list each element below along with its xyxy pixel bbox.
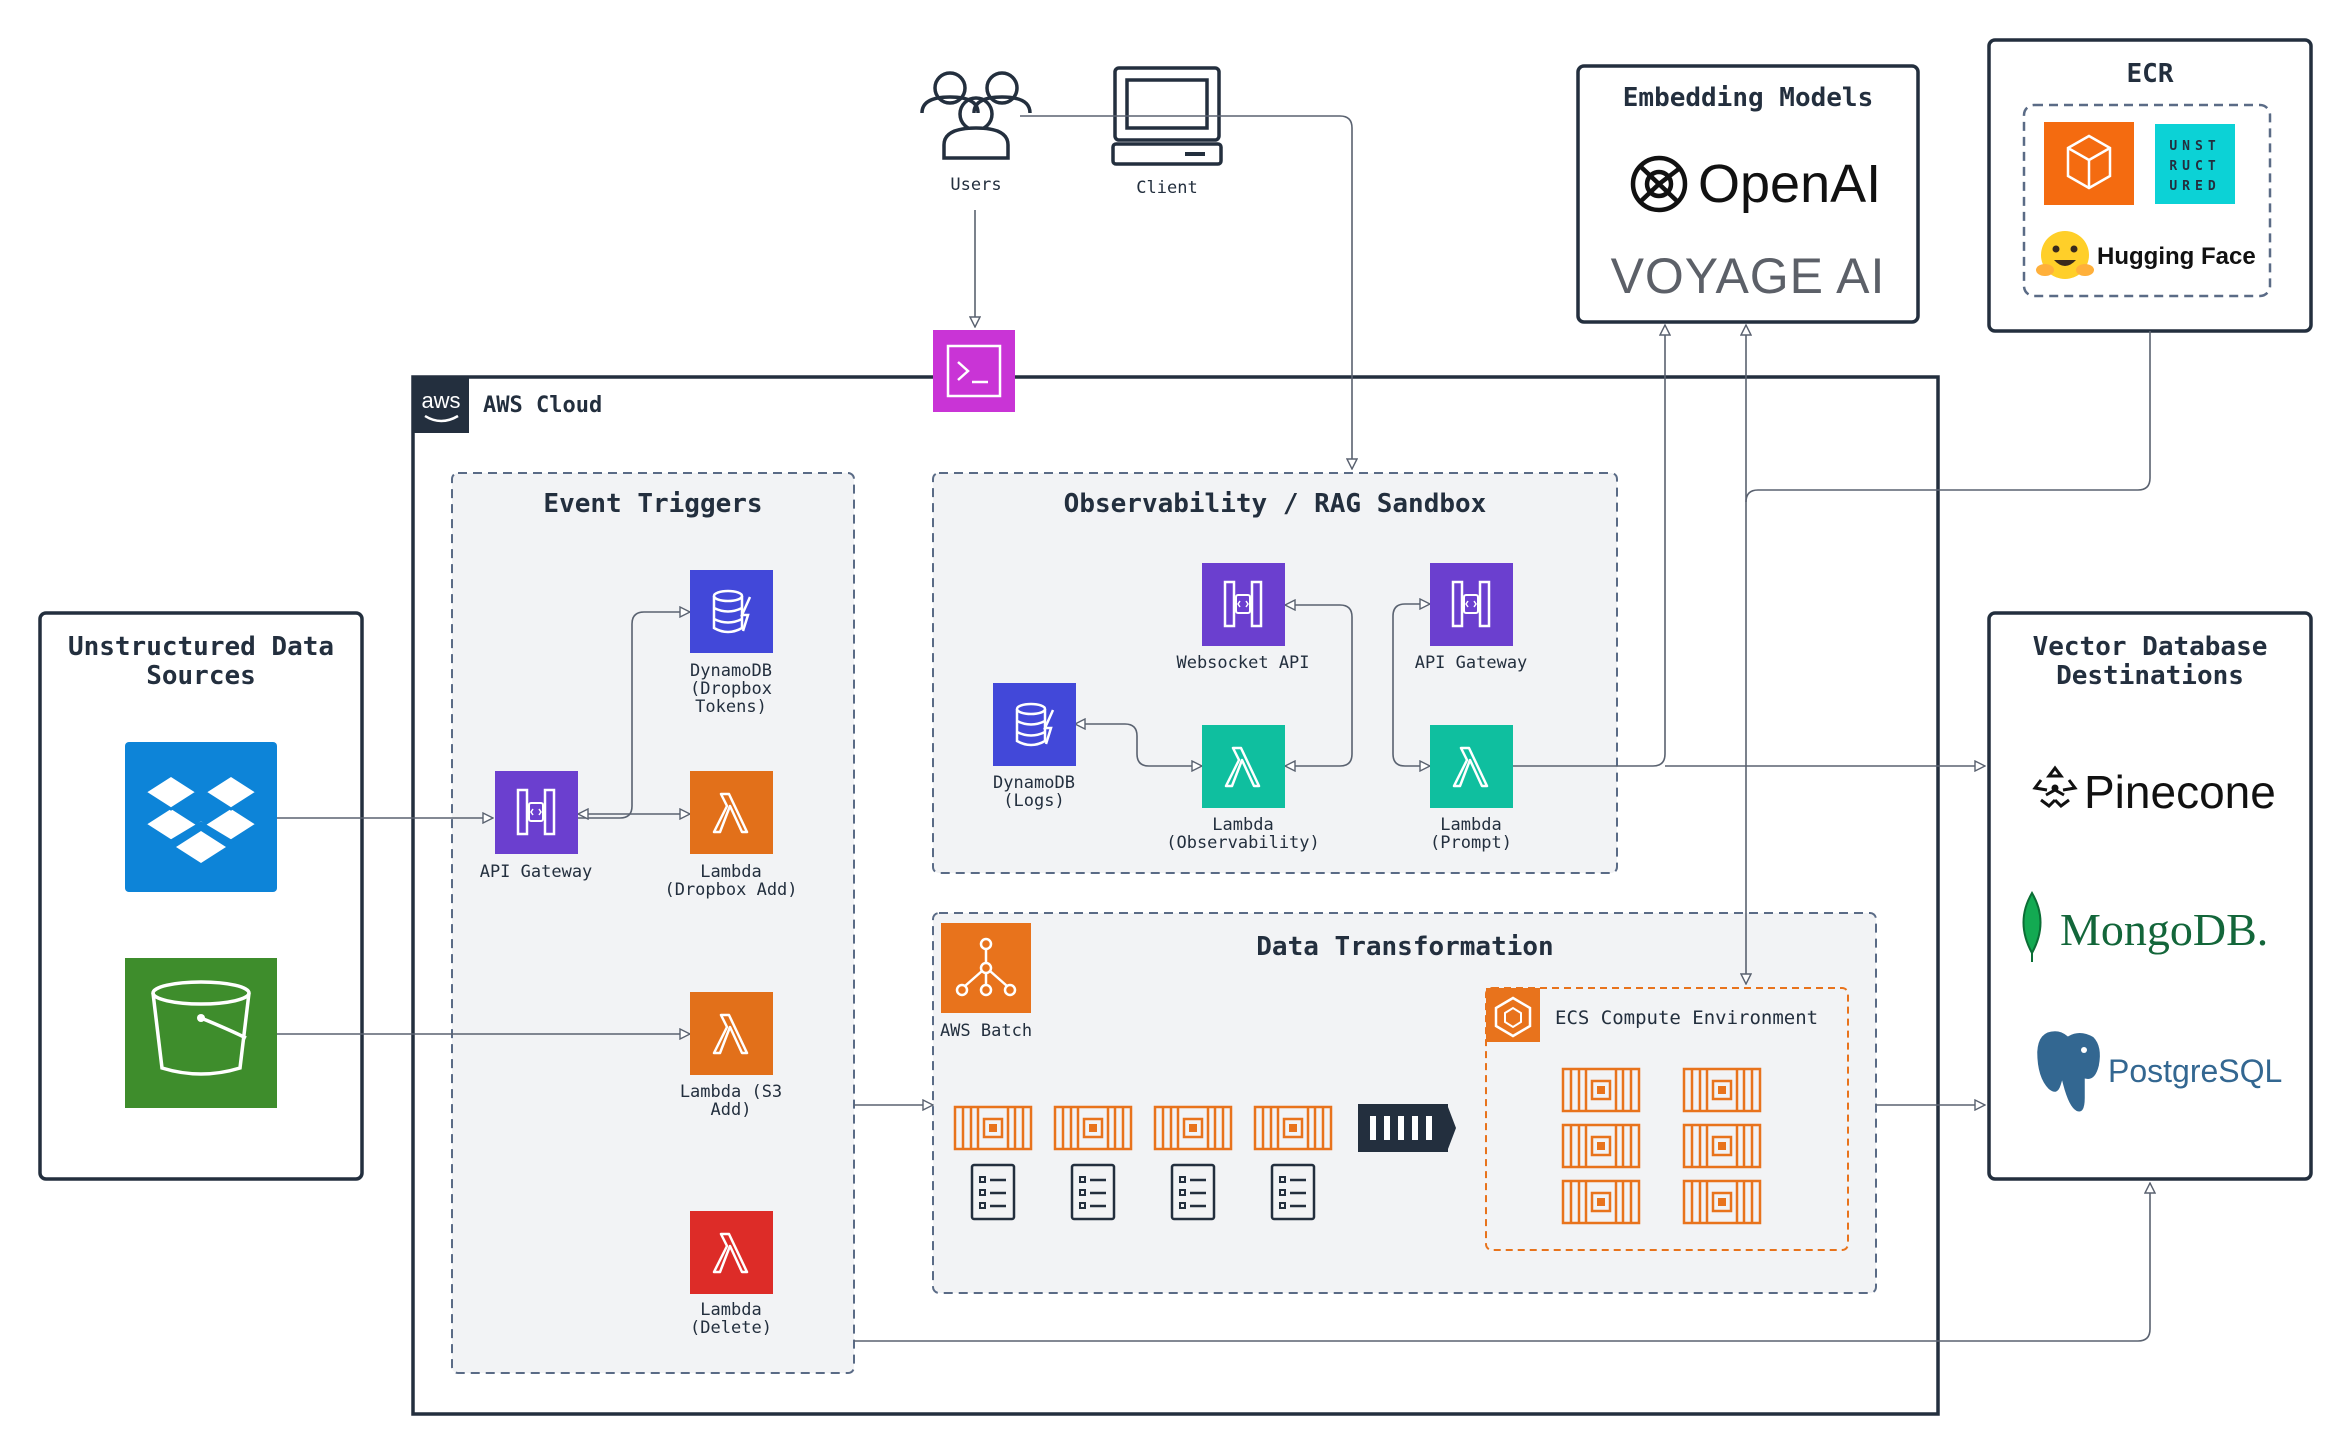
lambda-delete-icon [690,1211,773,1294]
job-queue-icon [1358,1104,1456,1152]
event-triggers-group [451,472,855,1374]
sources-title-line1: Unstructured Data [68,632,334,662]
mongodb-leaf-icon [2022,891,2042,962]
dynamodb-dropbox-tokens-label-1: DynamoDB [690,661,772,681]
lambda-prompt-icon [1430,725,1513,808]
lambda-prompt-label-1: Lambda [1440,815,1501,835]
s3-bucket-icon [125,958,277,1108]
websocket-api-label: Websocket API [1176,653,1309,673]
dynamodb-dropbox-tokens-label-2: (Dropbox [690,679,772,699]
lambda-s3-add-icon [690,992,773,1075]
ecs-compute-environment-group [1485,987,1849,1251]
event-triggers-title: Event Triggers [543,489,762,519]
dynamodb-dropbox-tokens-label-3: Tokens) [695,697,767,717]
postgresql-elephant-icon [2034,1028,2103,1114]
aws-batch-icon [941,923,1031,1013]
users-icon [920,71,1032,160]
ecr-registry-group [2022,103,2272,298]
dynamodb-logs-label-1: DynamoDB [993,773,1075,793]
client-label: Client [1136,178,1197,198]
users-label: Users [950,175,1001,195]
svg-text:RUCT: RUCT [2169,159,2220,174]
ecr-title: ECR [2127,59,2174,89]
data-transformation-group [932,912,1877,1294]
ecs-cluster-icon [1486,988,1540,1042]
lambda-dropbox-add-icon [690,771,773,854]
aws-logo-badge [413,377,469,433]
unstructured-data-sources-box [38,611,364,1181]
api-gateway-event-icon [495,771,578,854]
aws-cloud-title: AWS Cloud [483,393,602,418]
vector-database-destinations-box [1987,611,2313,1181]
pinecone-logo-text: Pinecone [2084,766,2276,818]
ecs-compute-environment-label: ECS Compute Environment [1555,1007,1818,1029]
dynamodb-dropbox-tokens-icon [690,570,773,653]
connector-client-to-observability [1020,115,1352,469]
sources-title-line2: Sources [146,661,256,691]
embedding-models-title: Embedding Models [1623,83,1873,113]
destinations-title-line2: Destinations [2056,661,2244,691]
hugging-face-emoji-icon [2036,231,2094,279]
unstructured-logo-icon: UNST RUCT URED [2155,124,2235,204]
lambda-dropbox-add-label-1: Lambda [700,862,761,882]
api-gateway-event-label: API Gateway [480,862,593,882]
api-gateway-prompt-icon [1430,563,1513,646]
websocket-api-icon [1202,563,1285,646]
observability-title: Observability / RAG Sandbox [1064,489,1487,519]
data-transformation-title: Data Transformation [1256,932,1553,962]
lambda-delete-label-1: Lambda [700,1300,761,1320]
connector-lambda-obs-to-dynamodb-logs [1075,724,1202,766]
observability-group [932,472,1618,874]
mongodb-logo-text: MongoDB. [2060,904,2268,955]
aws-logo-text: aws [421,388,460,413]
ecr-repository-icon [2044,122,2134,205]
dynamodb-logs-icon [993,683,1076,766]
dropbox-icon [125,742,277,892]
connector-apigw-to-lambda-prompt [1392,604,1430,766]
lambda-observability-label-2: (Observability) [1166,833,1320,853]
client-computer-icon [1111,66,1223,166]
voyage-ai-logo: VOYAGE AI [1611,248,1886,304]
hugging-face-logo-text: Hugging Face [2097,243,2256,270]
connector-websocket-to-lambda-obs [1285,605,1353,766]
connector-delete-to-vectordb [854,1183,2150,1342]
dynamodb-logs-label-2: (Logs) [1003,791,1064,811]
connector-prompt-to-embedding [1512,325,1665,767]
lambda-dropbox-add-label-2: (Dropbox Add) [664,880,797,900]
pinecone-logo-icon [2032,765,2078,808]
svg-text:UNST: UNST [2169,139,2220,154]
api-gateway-prompt-label: API Gateway [1415,653,1528,673]
lambda-observability-label-1: Lambda [1212,815,1273,835]
lambda-observability-icon [1202,725,1285,808]
lambda-s3-add-label-1: Lambda (S3 [680,1082,782,1102]
lambda-delete-label-2: (Delete) [690,1318,772,1338]
embedding-models-box [1576,64,1920,324]
openai-logo-text: OpenAI [1698,154,1881,214]
lambda-s3-add-label-2: Add) [711,1100,752,1120]
openai-logo-icon [1630,155,1688,213]
aws-batch-label: AWS Batch [940,1021,1032,1041]
destinations-title-line1: Vector Database [2033,632,2268,662]
aws-smile-icon [424,414,459,423]
svg-text:URED: URED [2169,179,2220,194]
lambda-prompt-label-2: (Prompt) [1430,833,1512,853]
postgresql-logo-text: PostgreSQL [2108,1053,2282,1089]
console-terminal-icon [933,330,1015,412]
